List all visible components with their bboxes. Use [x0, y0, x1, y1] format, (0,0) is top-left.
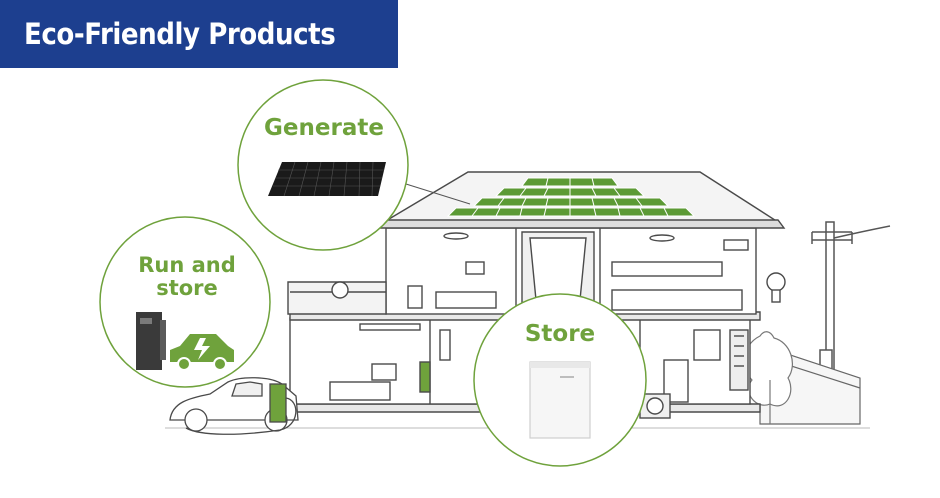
- title-banner: Eco-Friendly Products: [0, 0, 398, 68]
- roof-solar-panels: [446, 177, 696, 217]
- solar-panel-icon: [268, 161, 386, 197]
- generate-bubble: [237, 79, 409, 251]
- generate-connector: [405, 183, 471, 205]
- car-charging-scene: [169, 377, 299, 435]
- run-and-store-label: Run and store: [138, 253, 236, 301]
- store-bubble: [473, 293, 647, 467]
- ev-charger-icon: [136, 312, 166, 370]
- run-and-store-bubble: [99, 216, 271, 388]
- store-label: Store: [524, 321, 596, 347]
- page-title: Eco-Friendly Products: [24, 17, 336, 51]
- electric-car-icon: [170, 334, 234, 371]
- generate-label: Generate: [264, 115, 384, 141]
- home-battery-icon: [529, 361, 591, 439]
